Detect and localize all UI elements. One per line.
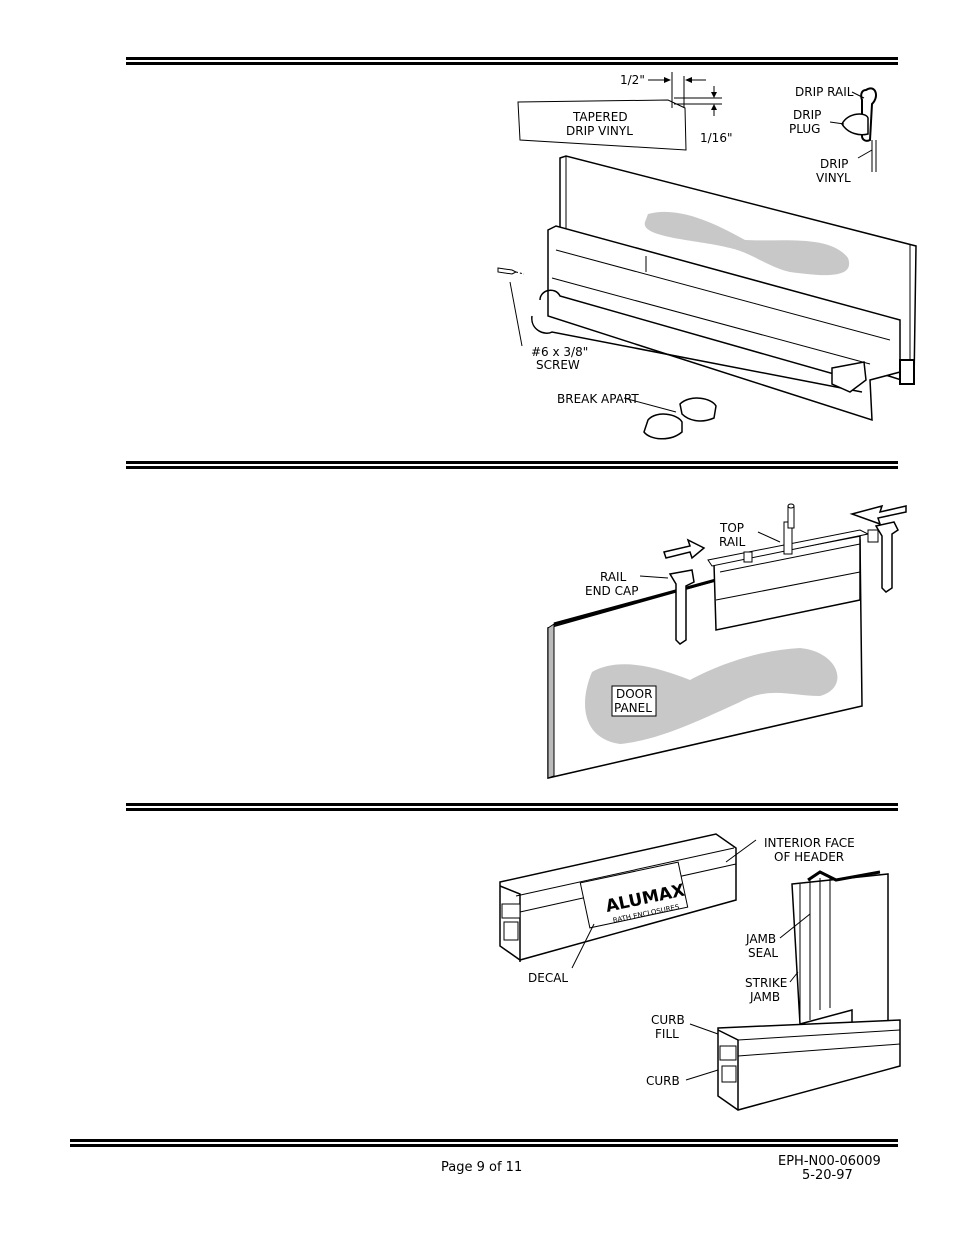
drip-vinyl-label-2: VINYL bbox=[816, 171, 851, 185]
drip-vinyl-label-1: DRIP bbox=[820, 157, 848, 171]
rail-end-cap-label-2: END CAP bbox=[585, 584, 638, 598]
screw-label-1: #6 x 3/8" bbox=[531, 345, 588, 359]
dimension-half-inch: 1/2" bbox=[620, 73, 645, 87]
tapered-drip-vinyl-label-2: DRIP VINYL bbox=[566, 124, 633, 138]
tapered-drip-vinyl-label-1: TAPERED bbox=[572, 110, 628, 124]
footer-rule bbox=[70, 1139, 898, 1148]
curb-fill-label-2: FILL bbox=[655, 1027, 679, 1041]
interior-face-label-1: INTERIOR FACE bbox=[764, 836, 855, 850]
rail-end-cap-label-1: RAIL bbox=[600, 570, 627, 584]
break-apart-label: BREAK APART bbox=[557, 392, 639, 406]
drip-plug-label-2: PLUG bbox=[789, 122, 820, 136]
drip-rail-label: DRIP RAIL bbox=[795, 85, 854, 99]
interior-face-label-2: OF HEADER bbox=[774, 850, 844, 864]
screw-label-2: SCREW bbox=[536, 358, 580, 372]
top-rail-label-2: RAIL bbox=[719, 535, 746, 549]
top-rail-label-1: TOP bbox=[719, 521, 744, 535]
section-rule-top bbox=[126, 57, 898, 66]
document-number: EPH-N00-06009 bbox=[778, 1154, 881, 1169]
door-panel-label-2: PANEL bbox=[614, 701, 652, 715]
strike-jamb-label-1: STRIKE bbox=[745, 976, 787, 990]
decal-label: DECAL bbox=[528, 971, 568, 985]
document-date: 5-20-97 bbox=[802, 1168, 853, 1183]
section-rule-lower bbox=[126, 803, 898, 812]
door-panel-label-1: DOOR bbox=[616, 687, 652, 701]
curb-label: CURB bbox=[646, 1074, 680, 1088]
dimension-sixteenth-inch: 1/16" bbox=[700, 131, 732, 145]
curb-fill-label-1: CURB bbox=[651, 1013, 685, 1027]
section-rule-middle bbox=[126, 461, 898, 470]
strike-jamb-label-2: JAMB bbox=[749, 990, 780, 1004]
jamb-seal-label-2: SEAL bbox=[748, 946, 778, 960]
jamb-seal-label-1: JAMB bbox=[745, 932, 776, 946]
page-number: Page 9 of 11 bbox=[441, 1160, 523, 1175]
drip-plug-label-1: DRIP bbox=[793, 108, 821, 122]
